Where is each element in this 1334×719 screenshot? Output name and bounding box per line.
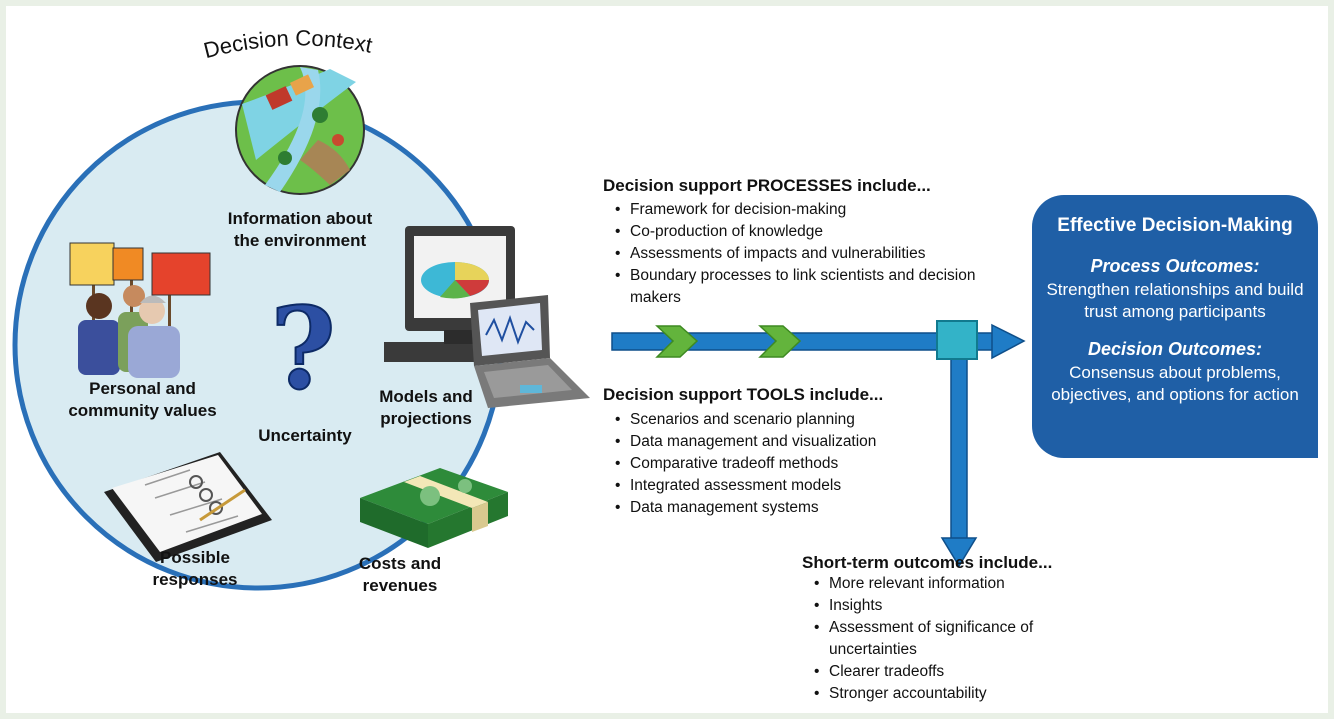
short-term-item: Insights — [803, 595, 1073, 617]
models-computer-illustration — [384, 226, 590, 408]
process-item: Co-production of knowledge — [604, 221, 1004, 243]
short-term-heading: Short-term outcomes include... — [802, 553, 1053, 572]
junction-node — [936, 320, 978, 360]
costs-revenues-label: Costs and revenues — [358, 554, 442, 595]
process-outcomes-text: Strengthen relationships and build trust… — [1046, 280, 1304, 321]
short-term-item: Stronger accountability — [803, 683, 1073, 705]
environment-label: Information about the environment — [227, 209, 373, 250]
short-term-item: Assessment of significance of uncertaint… — [803, 617, 1073, 661]
tool-item: Comparative tradeoff methods — [604, 453, 1004, 475]
short-term-item: More relevant information — [803, 573, 1073, 595]
process-item: Framework for decision-making — [604, 199, 1004, 221]
main-arrow-head — [991, 323, 1026, 360]
process-item: Boundary processes to link scientists an… — [604, 265, 1004, 309]
tools-heading: Decision support TOOLS include... — [603, 385, 884, 404]
process-item: Assessments of impacts and vulnerabiliti… — [604, 243, 1004, 265]
short-term-item: Clearer tradeoffs — [803, 661, 1073, 683]
short-term-list: More relevant informationInsightsAssessm… — [803, 573, 1073, 705]
effective-title: Effective Decision-Making — [1057, 215, 1293, 236]
tool-item: Integrated assessment models — [604, 475, 1004, 497]
tools-list: Scenarios and scenario planningData mana… — [604, 409, 1004, 519]
community-values-label: Personal and community values — [68, 379, 217, 420]
processes-list: Framework for decision-makingCo-producti… — [604, 199, 1004, 309]
community-values-illustration — [69, 242, 211, 378]
possible-responses-label: Possible responses — [152, 548, 238, 589]
effective-decision-box: Effective Decision-Making Process Outcom… — [1032, 195, 1318, 458]
environment-illustration — [235, 65, 365, 195]
processes-heading: Decision support PROCESSES include... — [603, 176, 931, 195]
tool-item: Data management systems — [604, 497, 1004, 519]
decision-outcomes-heading: Decision Outcomes: — [1087, 339, 1263, 359]
models-projections-label: Models and projections — [379, 387, 473, 428]
planner-book-illustration — [104, 452, 272, 562]
process-outcomes-heading: Process Outcomes: — [1090, 256, 1260, 276]
branch-arrow-head — [940, 537, 978, 568]
uncertainty-question-mark: ? — [270, 284, 336, 415]
money-stack-illustration — [360, 468, 508, 548]
tool-item: Data management and visualization — [604, 431, 1004, 453]
process-chevron-1 — [655, 325, 699, 358]
uncertainty-label: Uncertainty — [258, 426, 352, 445]
decision-outcomes-text: Consensus about problems, objectives, an… — [1051, 363, 1299, 404]
process-chevron-2 — [758, 325, 802, 358]
decision-context-title: Decision Context — [201, 25, 375, 63]
tool-item: Scenarios and scenario planning — [604, 409, 1004, 431]
